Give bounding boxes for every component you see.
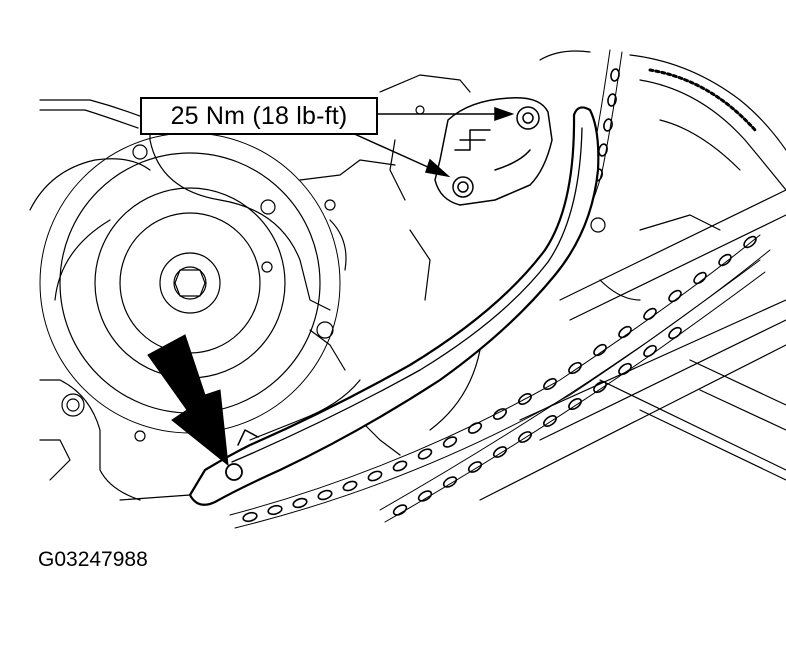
- torque-leader-arrows: [349, 106, 515, 178]
- torque-callout-label: 25 Nm (18 lb-ft): [140, 97, 378, 135]
- cam-sprocket: [629, 54, 786, 191]
- chain-links: [242, 68, 757, 523]
- engine-block-lines: [429, 189, 786, 501]
- chain-guide: [188, 106, 600, 506]
- cover-bolt-holes: [61, 105, 606, 442]
- large-arrow-icon: [147, 334, 229, 467]
- tensioner-assembly: [434, 97, 553, 206]
- engine-cover-outline: [29, 50, 591, 501]
- figure-id-label: G03247988: [38, 548, 148, 571]
